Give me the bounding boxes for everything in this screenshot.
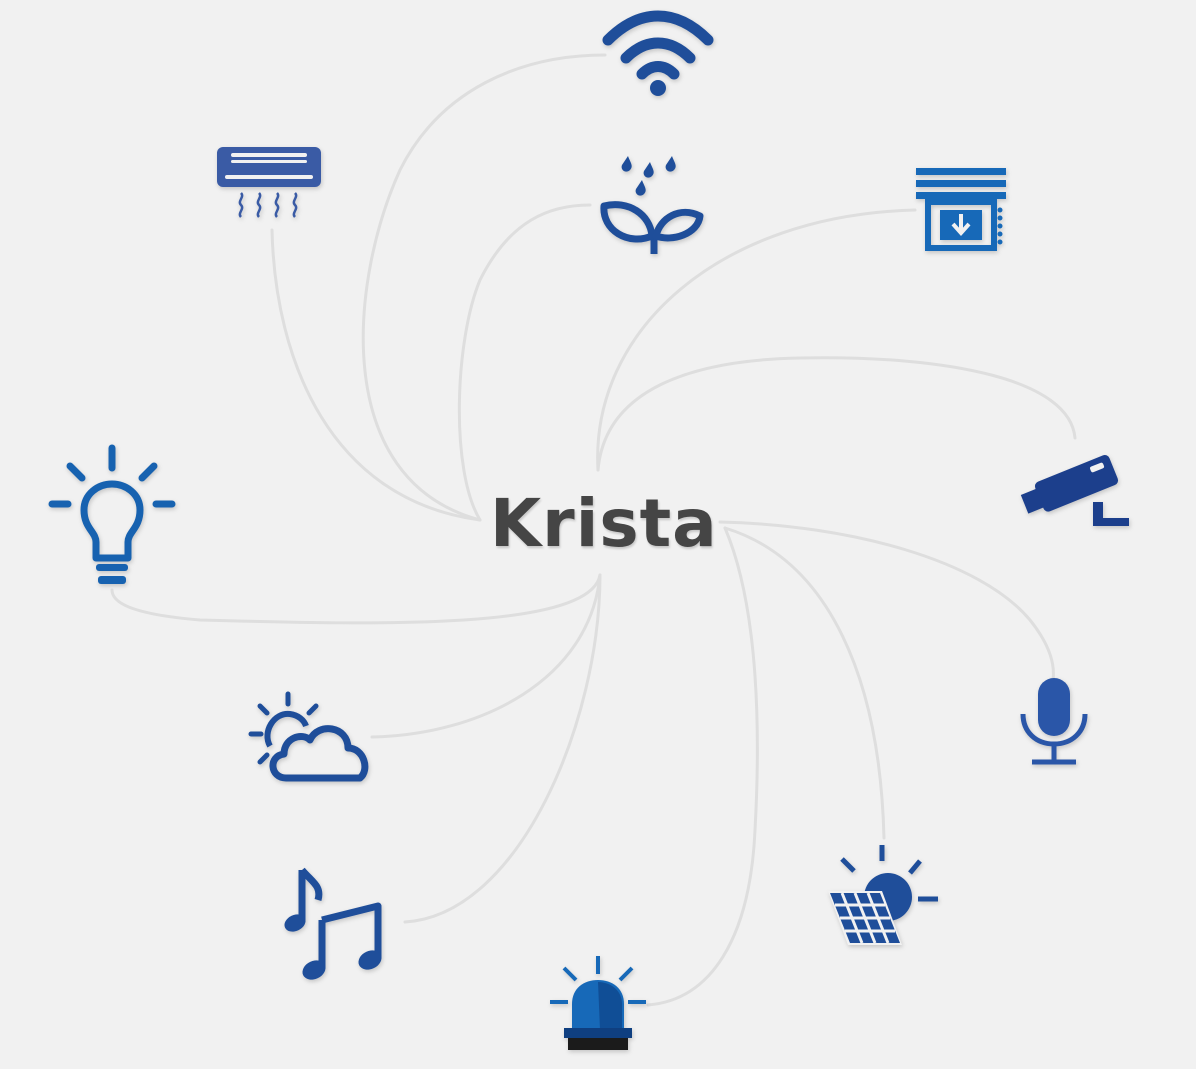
- connector-security-camera: [596, 356, 1077, 472]
- air-conditioner-icon[interactable]: [215, 145, 325, 221]
- connector-plant-watering: [457, 203, 592, 522]
- security-camera-icon[interactable]: [1015, 440, 1135, 535]
- partly-cloudy-weather-icon[interactable]: [248, 690, 374, 786]
- microphone-icon[interactable]: [1018, 676, 1090, 768]
- window-blinds-icon[interactable]: [914, 166, 1010, 256]
- connector-music: [403, 573, 602, 924]
- music-notes-icon[interactable]: [282, 866, 386, 982]
- solar-panel-icon[interactable]: [826, 843, 942, 947]
- connector-microphone: [718, 520, 1055, 682]
- connector-air-conditioner: [270, 228, 482, 522]
- wifi-icon[interactable]: [600, 8, 716, 98]
- connector-weather: [370, 573, 602, 739]
- connector-light-bulb: [110, 573, 602, 625]
- connector-window-blinds: [596, 208, 917, 472]
- alarm-siren-icon[interactable]: [546, 954, 650, 1054]
- hub-title: Krista: [490, 485, 718, 562]
- plant-watering-icon[interactable]: [598, 150, 708, 260]
- light-bulb-icon[interactable]: [48, 444, 178, 591]
- connector-wifi: [361, 53, 607, 522]
- connector-alarm-siren: [646, 526, 759, 1007]
- connector-solar-panel: [723, 526, 886, 840]
